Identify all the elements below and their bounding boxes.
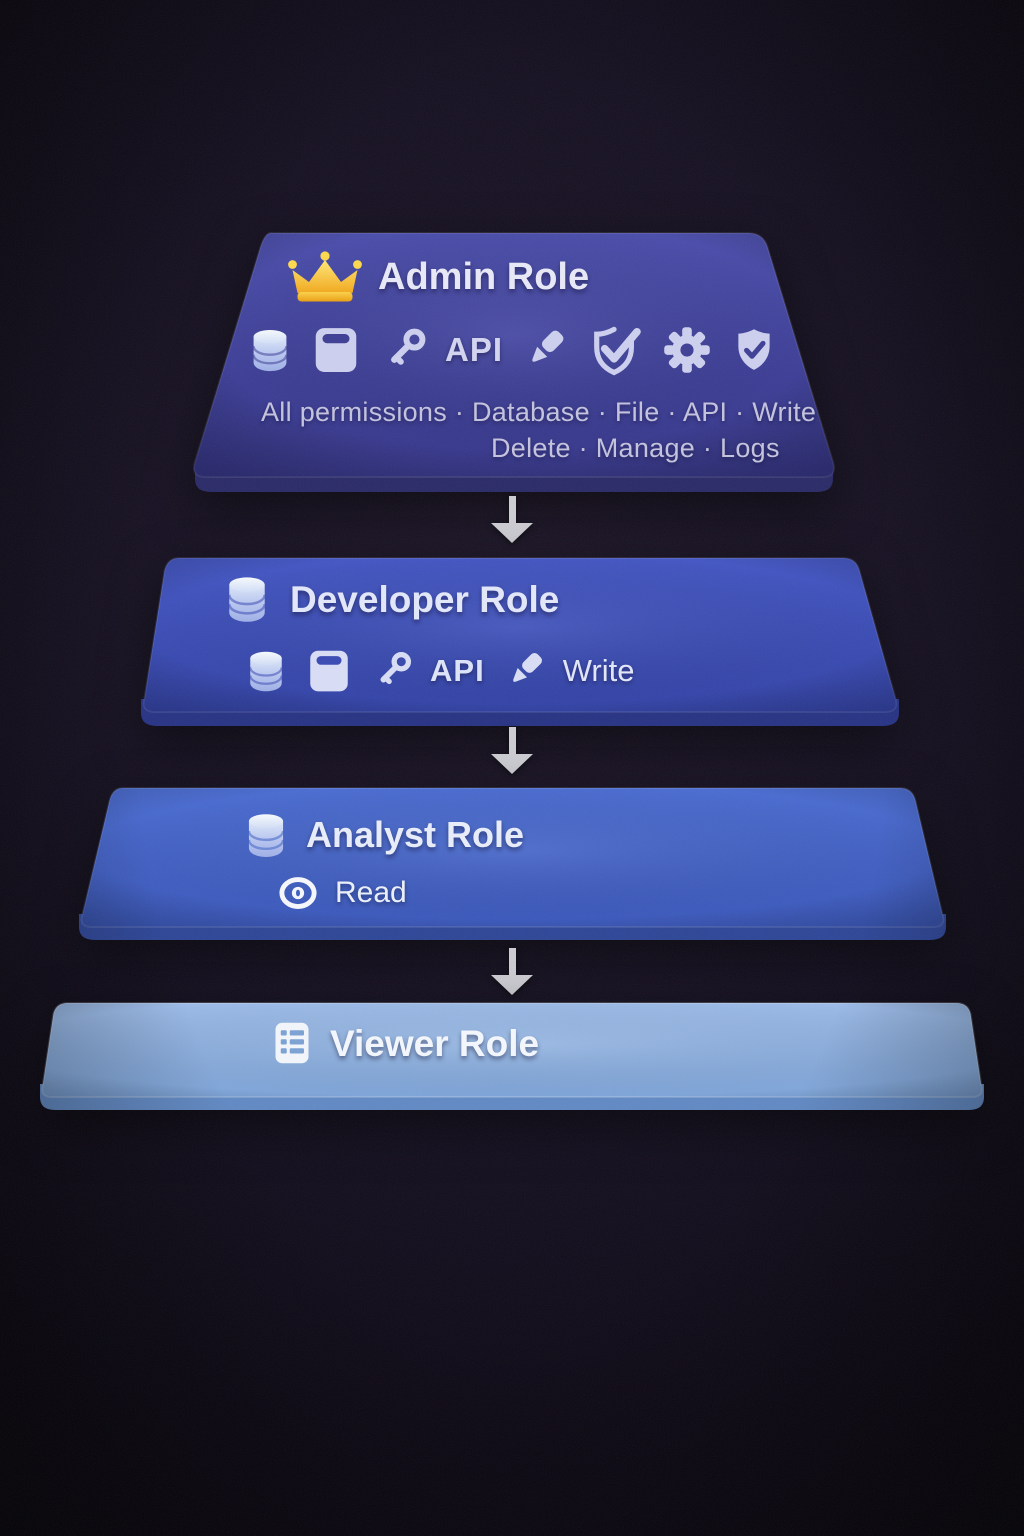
database-icon: [240, 803, 292, 867]
arrow-down-icon: [490, 496, 534, 543]
arrow-stem: [508, 948, 516, 975]
read-label: Read: [335, 876, 407, 909]
permissions-text-line1: All permissions · Database · File · API …: [261, 397, 817, 427]
shield-check-icon: [585, 320, 645, 380]
gear-icon: [659, 322, 715, 378]
key-icon: [377, 323, 431, 377]
pencil-icon: [517, 323, 571, 377]
admin-permission-icons: API: [245, 318, 779, 382]
file-box-icon: [304, 644, 354, 698]
permissions-text-line2: Delete · Manage · Logs: [491, 433, 780, 463]
crown-icon: [285, 249, 365, 305]
analyst-permission-icons: Read: [274, 869, 407, 917]
role-panel-analyst: Analyst Role Read: [68, 779, 956, 949]
arrow-head: [491, 754, 533, 774]
developer-permission-icons: API Write: [242, 641, 634, 701]
shield-badge-icon: [729, 323, 779, 377]
list-icon: [268, 1015, 316, 1071]
database-icon: [220, 566, 274, 632]
database-icon: [245, 319, 295, 381]
arrow-head: [491, 975, 533, 995]
arrow-down-icon: [490, 948, 534, 995]
key-icon: [368, 647, 416, 695]
role-panel-viewer: Viewer Role: [32, 994, 992, 1119]
pencil-icon: [499, 646, 549, 696]
database-icon: [242, 642, 290, 700]
arrow-head: [491, 523, 533, 543]
file-box-icon: [309, 321, 363, 379]
role-title-analyst: Analyst Role: [306, 814, 525, 855]
role-title-developer: Developer Role: [290, 578, 560, 620]
role-title-viewer: Viewer Role: [330, 1022, 540, 1064]
role-panel-admin: Admin Role API All permissions · Databas…: [185, 226, 845, 498]
role-title-admin: Admin Role: [378, 256, 590, 298]
arrow-stem: [508, 496, 516, 523]
api-label: API: [430, 653, 485, 688]
eye-icon: [274, 869, 322, 917]
api-label: API: [445, 331, 504, 368]
write-label: Write: [562, 653, 635, 688]
role-panel-developer: Developer Role API Write: [132, 549, 908, 735]
